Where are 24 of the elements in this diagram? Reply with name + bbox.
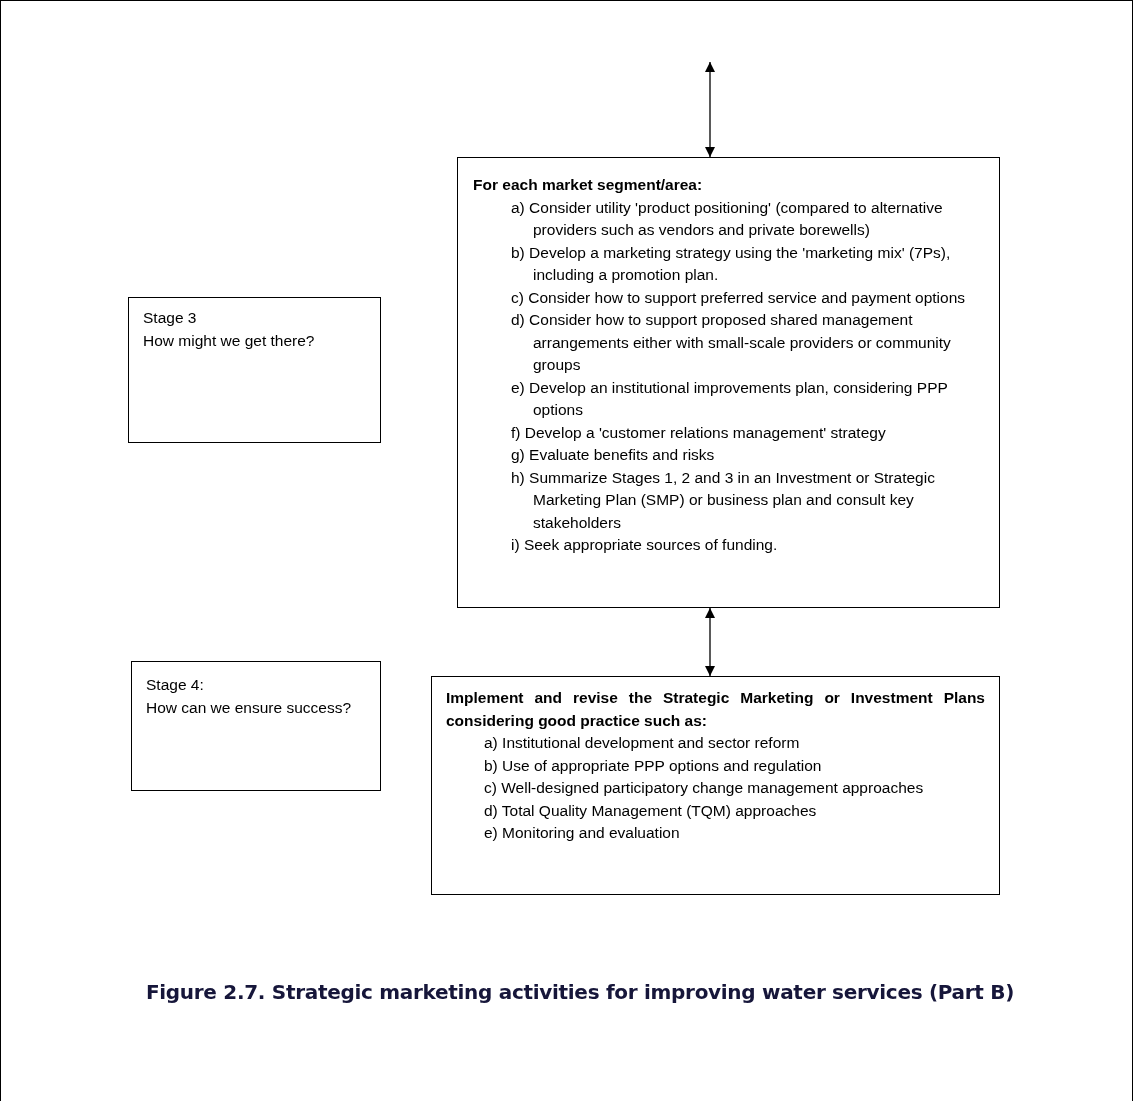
box-heading: For each market segment/area:	[473, 175, 704, 195]
list-item: b) Develop a marketing strategy using the 'marketing mix' (7Ps), including a promotion plan.	[510, 242, 952, 285]
stage-title: Stage 4:	[146, 675, 205, 695]
text-box	[131, 661, 381, 791]
stage-question: How might we get there?	[143, 330, 316, 351]
figure-caption: Figure 2.7. Strategic marketing activities for improving water services (Part B)	[144, 980, 1016, 1004]
box-heading: Implement and revise the Strategic Marketing or Investment Plans considering good practice such as:	[446, 688, 985, 731]
list-item: d) Total Quality Management (TQM) approaches	[483, 800, 818, 821]
list-item: b) Use of appropriate PPP options and regulation	[483, 755, 823, 776]
list-item: a) Institutional development and sector reform	[483, 733, 801, 753]
text-box	[128, 297, 381, 443]
stage-question: How can we ensure success?	[146, 697, 353, 718]
text-box	[431, 676, 1000, 895]
list-item: e) Monitoring and evaluation	[483, 823, 681, 843]
text-box	[457, 157, 1000, 608]
stage-title: Stage 3	[143, 308, 198, 328]
list-item: c) Well-designed participatory change management approaches	[483, 778, 925, 798]
double-arrow	[705, 607, 715, 677]
double-arrow	[705, 61, 715, 158]
list-item: f) Develop a 'customer relations management' strategy	[510, 422, 887, 443]
list-item: c) Consider how to support preferred service and payment options	[510, 287, 967, 308]
list-item: i) Seek appropriate sources of funding.	[510, 535, 779, 555]
list-item: g) Evaluate benefits and risks	[510, 445, 716, 465]
list-item: a) Consider utility 'product positioning' (compared to alternative providers such as vendors and private borewells)	[510, 197, 944, 240]
